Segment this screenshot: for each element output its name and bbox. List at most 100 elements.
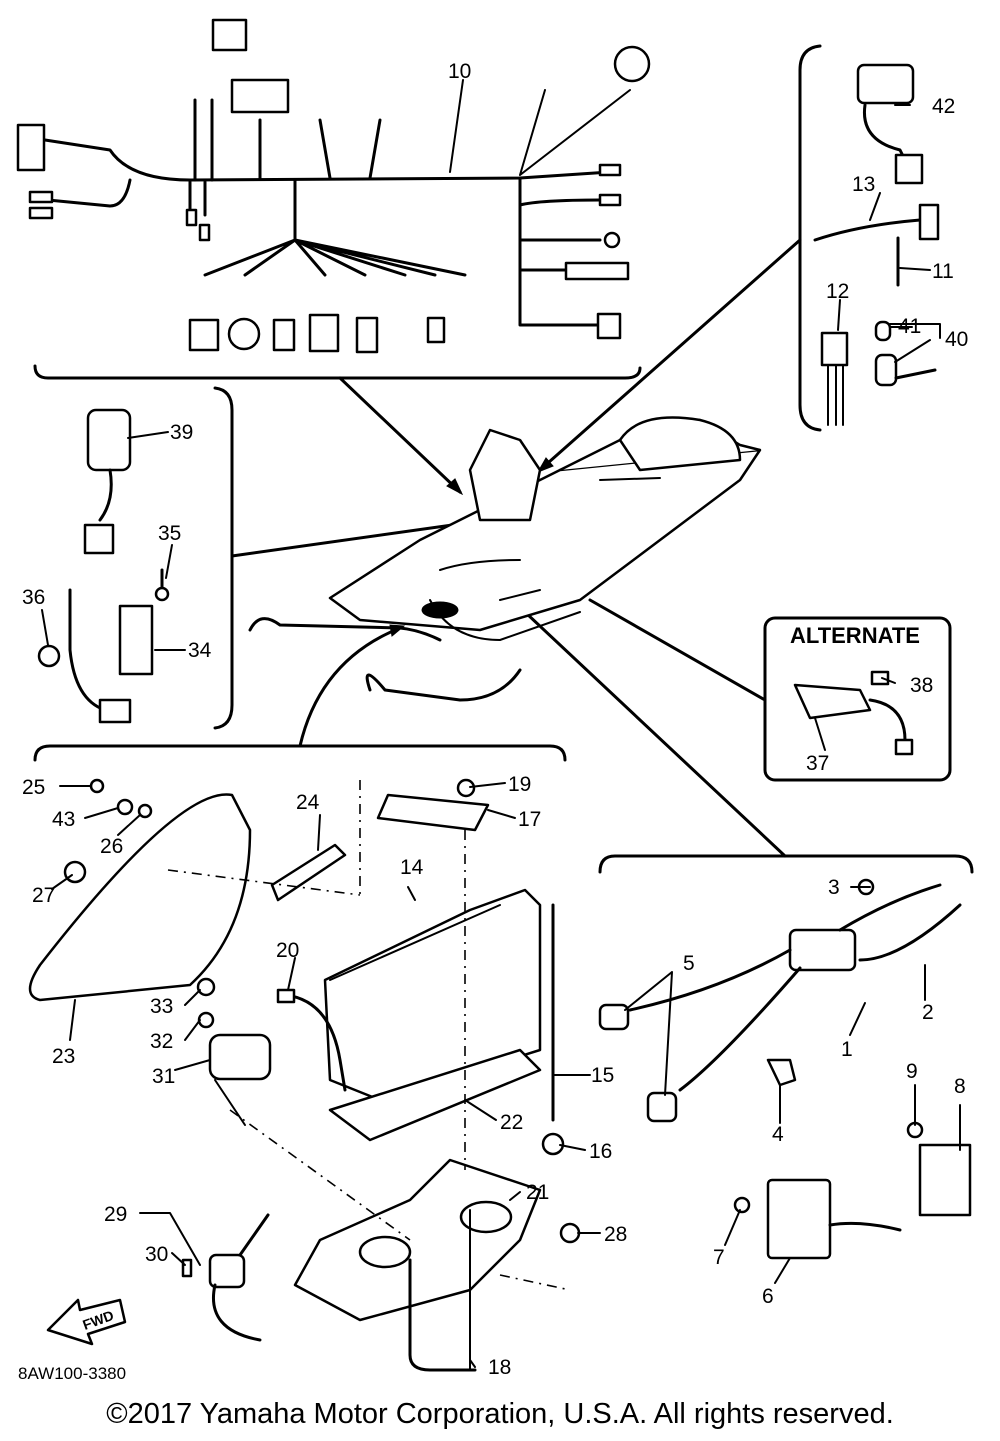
alternate-parts — [793, 670, 914, 756]
part-34-lead — [68, 588, 107, 712]
part-38-bolt — [870, 670, 890, 686]
part-5-plug-cap-a — [598, 1003, 630, 1031]
connector-bottom-6 — [426, 316, 446, 344]
callout-4: 4 — [772, 1123, 784, 1146]
part-42-connector — [894, 153, 924, 185]
part-29-fuse-holder — [208, 1253, 246, 1289]
diagram-reference-code: 8AW100-3380 — [18, 1364, 126, 1383]
callout-2: 2 — [922, 1001, 934, 1024]
leader-harness — [338, 376, 462, 494]
snowmobile-wiring-detail — [439, 477, 661, 601]
callout-23: 23 — [52, 1045, 75, 1068]
harness-bundle — [193, 98, 214, 182]
snowmobile-seat — [618, 416, 742, 472]
callout-36: 36 — [22, 586, 45, 609]
snowmobile-windshield — [468, 428, 542, 522]
forward-direction-arrow: FWD — [46, 1298, 127, 1346]
harness-top-right-leads — [519, 89, 631, 176]
part-34-relay — [118, 604, 154, 676]
callout-43: 43 — [52, 808, 75, 831]
callout-20: 20 — [276, 939, 299, 962]
callout-27: 27 — [32, 884, 55, 907]
callout-21: 21 — [526, 1181, 549, 1204]
part-14-battery — [323, 888, 542, 1102]
connector-left-mid-a — [28, 190, 54, 204]
harness-lower-fan — [203, 178, 467, 277]
part-37-terminal — [894, 738, 914, 756]
callout-9: 9 — [906, 1060, 918, 1083]
part-37-lead — [868, 698, 907, 742]
callout-26: 26 — [100, 835, 123, 858]
connector-right-top — [598, 163, 622, 177]
part-5-plug-leads — [628, 948, 802, 1092]
part-4-clamp — [766, 1058, 797, 1087]
connector-down-b — [198, 223, 211, 242]
part-28-bolt — [559, 1222, 581, 1244]
callout-15: 15 — [591, 1064, 614, 1087]
callout-28: 28 — [604, 1223, 627, 1246]
harness-left-branch — [46, 178, 132, 208]
copyright-notice: ©2017 Yamaha Motor Corporation, U.S.A. A… — [106, 1398, 894, 1430]
callout-31: 31 — [152, 1065, 175, 1088]
part-26-washer — [137, 803, 153, 819]
leader-harness-arrow — [446, 478, 464, 496]
callout-39: 39 — [170, 421, 193, 444]
part-40-socket — [874, 353, 898, 387]
part-16-nut — [541, 1132, 565, 1156]
part-5-plug-cap-b — [646, 1091, 678, 1123]
part-40-lead — [894, 368, 937, 380]
connector-right-ring — [603, 231, 621, 249]
part-41-bulb — [874, 320, 892, 342]
callout-8: 8 — [954, 1075, 966, 1098]
connector-bottom-2 — [227, 317, 261, 351]
callout-25: 25 — [22, 776, 45, 799]
callout-29: 29 — [104, 1203, 127, 1226]
part-22-mat — [328, 1048, 542, 1142]
part-42-switch — [856, 63, 915, 105]
part-31-solenoid — [208, 1033, 272, 1081]
part-39-key-switch — [86, 408, 132, 472]
callout-12: 12 — [826, 280, 849, 303]
battery-group-bracket — [33, 744, 567, 762]
part-21-hole-a — [358, 1235, 412, 1269]
switch-group-bracket — [798, 44, 822, 432]
part-35-head — [154, 586, 170, 602]
leader-switches-arrow — [536, 457, 554, 473]
part-29-leads — [212, 1213, 270, 1342]
connector-top-right-round — [613, 45, 651, 83]
part-43-washer — [116, 798, 134, 816]
part-39-lead — [98, 468, 113, 522]
part-2-leads — [838, 883, 962, 962]
callout-17: 17 — [518, 808, 541, 831]
ignition-parts — [37, 408, 170, 724]
snowmobile-illustration — [248, 416, 762, 702]
part-36-nut — [37, 644, 61, 668]
part-19-nut — [456, 778, 476, 798]
part-7-screw — [733, 1196, 751, 1214]
snowmobile-hood — [328, 448, 762, 632]
leader-battery — [298, 626, 402, 748]
part-13-connector — [918, 203, 940, 241]
connector-bottom-1 — [188, 318, 220, 352]
connector-left-top — [16, 123, 46, 172]
cdi-parts — [598, 878, 972, 1260]
part-12-leads — [827, 364, 844, 426]
part-42-lead — [862, 103, 907, 162]
harness-up-leads — [258, 118, 382, 180]
part-25-screw — [89, 778, 105, 794]
part-33-nut — [196, 977, 216, 997]
callout-14: 14 — [400, 856, 424, 879]
callout-3: 3 — [828, 876, 840, 899]
snowmobile-ski-left — [248, 617, 442, 642]
dash-tray-bolt — [499, 1274, 571, 1291]
snowmobile-engine-detail — [421, 601, 459, 619]
leader-alternate — [588, 598, 767, 702]
callout-16: 16 — [589, 1140, 612, 1163]
callout-6: 6 — [762, 1285, 774, 1308]
part-8-regulator — [918, 1143, 972, 1217]
part-12-relay — [820, 331, 849, 367]
dash-battery-tray — [229, 830, 466, 1241]
leader-switches — [538, 238, 802, 472]
part-13-wire — [813, 218, 922, 242]
